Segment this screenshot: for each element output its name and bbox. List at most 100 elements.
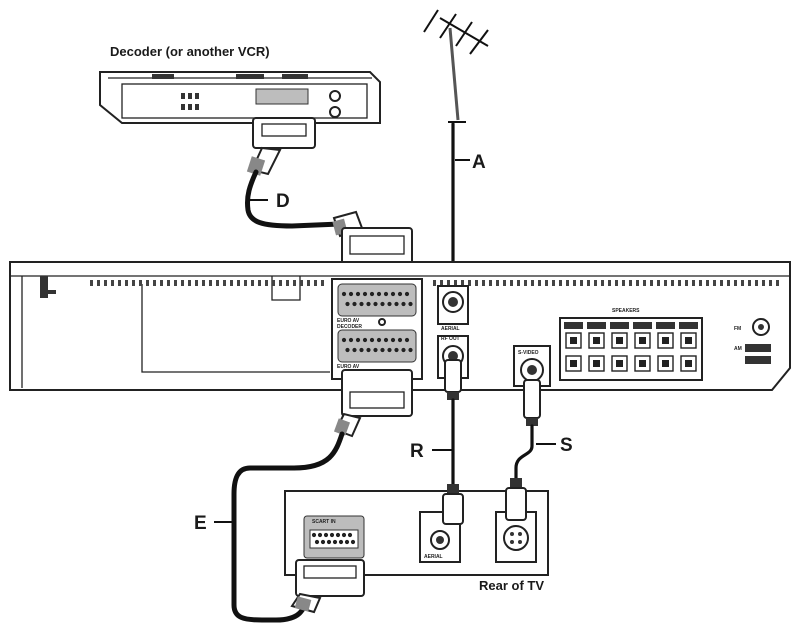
scart-pin bbox=[394, 301, 399, 307]
vent-slot bbox=[272, 280, 275, 286]
scart-pin bbox=[366, 301, 371, 307]
vent-slot bbox=[566, 280, 569, 286]
vent-slot bbox=[307, 280, 310, 286]
tv-rear: SCART IN AERIAL bbox=[284, 490, 549, 576]
vent-slot bbox=[104, 280, 107, 286]
scart-pin bbox=[390, 291, 396, 297]
scart-pin bbox=[314, 539, 320, 545]
vent-slot bbox=[153, 280, 156, 286]
cable-e bbox=[231, 431, 345, 623]
svg-text:RF OUT: RF OUT bbox=[441, 336, 460, 342]
speaker-label-plate bbox=[679, 322, 698, 329]
vent-slot bbox=[678, 280, 681, 286]
rf-plug-unit bbox=[444, 359, 462, 400]
svg-text:DECODER: DECODER bbox=[337, 324, 362, 330]
vent-slot bbox=[776, 280, 779, 286]
vent-slot bbox=[671, 280, 674, 286]
vent-slot bbox=[475, 280, 478, 286]
vent-slot bbox=[160, 280, 163, 286]
decoder-scart-socket bbox=[255, 88, 309, 105]
scart-pin bbox=[383, 291, 389, 297]
vent-slot bbox=[258, 280, 261, 286]
scart-pin bbox=[311, 532, 317, 538]
vent-slot bbox=[433, 280, 436, 286]
scart-sockets: EURO AV DECODER EURO AV bbox=[331, 278, 423, 380]
speaker-label-plate bbox=[633, 322, 652, 329]
svg-text:EURO AV: EURO AV bbox=[337, 364, 360, 370]
vent-slot bbox=[251, 280, 254, 286]
label-r: R bbox=[410, 441, 424, 462]
vent-slot bbox=[90, 280, 93, 286]
vent-slot bbox=[209, 280, 212, 286]
scart-pin bbox=[355, 291, 361, 297]
vent-slot bbox=[146, 280, 149, 286]
vent-slot bbox=[608, 280, 611, 286]
scart-pin bbox=[376, 291, 382, 297]
vent-slot bbox=[706, 280, 709, 286]
scart-pin bbox=[383, 337, 389, 343]
svg-text:EURO AV: EURO AV bbox=[337, 318, 360, 324]
vent-slot bbox=[265, 280, 268, 286]
scart-pin bbox=[408, 347, 413, 353]
svg-text:AM: AM bbox=[734, 346, 742, 352]
antenna bbox=[423, 9, 489, 123]
svideo-plug-tv bbox=[505, 478, 527, 521]
vent-slot bbox=[181, 280, 184, 286]
vent-slot bbox=[293, 280, 296, 286]
speaker-terminal-hole bbox=[639, 360, 646, 367]
speaker-terminal-hole bbox=[616, 360, 623, 367]
vent-slot bbox=[727, 280, 730, 286]
decoder-rf-jack-1 bbox=[329, 90, 341, 102]
vent-slot bbox=[195, 280, 198, 286]
scart-pin bbox=[345, 301, 350, 307]
vent-slot bbox=[713, 280, 716, 286]
scart-pin bbox=[355, 337, 361, 343]
speaker-terminal-hole bbox=[662, 337, 669, 344]
svg-text:SCART IN: SCART IN bbox=[312, 519, 336, 525]
vent-slot bbox=[496, 280, 499, 286]
vent-slot bbox=[111, 280, 114, 286]
vent-slot bbox=[769, 280, 772, 286]
vent-slot bbox=[594, 280, 597, 286]
speaker-terminal-hole bbox=[593, 337, 600, 344]
vent-slot bbox=[489, 280, 492, 286]
scart-pin bbox=[373, 301, 378, 307]
svg-text:AERIAL: AERIAL bbox=[441, 326, 460, 332]
scart-pin bbox=[345, 347, 350, 353]
vent-slot bbox=[286, 280, 289, 286]
vent-slot bbox=[636, 280, 639, 286]
vent-slot bbox=[699, 280, 702, 286]
scart-pin bbox=[320, 539, 326, 545]
scart-pin bbox=[359, 301, 364, 307]
vent-slot bbox=[230, 280, 233, 286]
svg-text:AERIAL: AERIAL bbox=[424, 554, 443, 560]
scart-pin bbox=[341, 337, 347, 343]
scart-pin bbox=[352, 347, 357, 353]
scart-pin bbox=[350, 539, 356, 545]
vent-slot bbox=[650, 280, 653, 286]
scart-pin bbox=[397, 337, 403, 343]
svideo-plug-unit bbox=[523, 379, 541, 426]
svg-text:FM: FM bbox=[734, 326, 741, 332]
vent-slot bbox=[601, 280, 604, 286]
scart-pin bbox=[387, 301, 392, 307]
vent-slot bbox=[440, 280, 443, 286]
scart-pin bbox=[338, 539, 344, 545]
scart-pin bbox=[366, 347, 371, 353]
vent-slot bbox=[524, 280, 527, 286]
speaker-terminals: SPEAKERS bbox=[559, 308, 703, 381]
svg-text:S-VIDEO: S-VIDEO bbox=[518, 350, 539, 356]
vent-slot bbox=[216, 280, 219, 286]
vent-slot bbox=[615, 280, 618, 286]
fm-am-jacks: FM AM bbox=[734, 318, 771, 364]
vent-slot bbox=[734, 280, 737, 286]
scart-pin bbox=[317, 532, 323, 538]
vent-slot bbox=[461, 280, 464, 286]
vent-slot bbox=[454, 280, 457, 286]
speaker-label-plate bbox=[656, 322, 675, 329]
speaker-terminal-hole bbox=[570, 360, 577, 367]
vent-slot bbox=[174, 280, 177, 286]
label-d: D bbox=[276, 191, 290, 212]
scart-pin bbox=[341, 532, 347, 538]
